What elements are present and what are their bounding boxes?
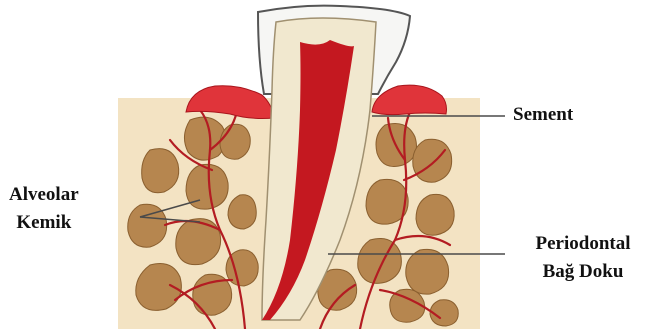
label-sement: Sement <box>513 101 573 129</box>
label-periodontal-bag-doku: Periodontal Bağ Doku <box>513 230 651 286</box>
label-alveolar-kemik: Alveolar Kemik <box>9 181 79 237</box>
